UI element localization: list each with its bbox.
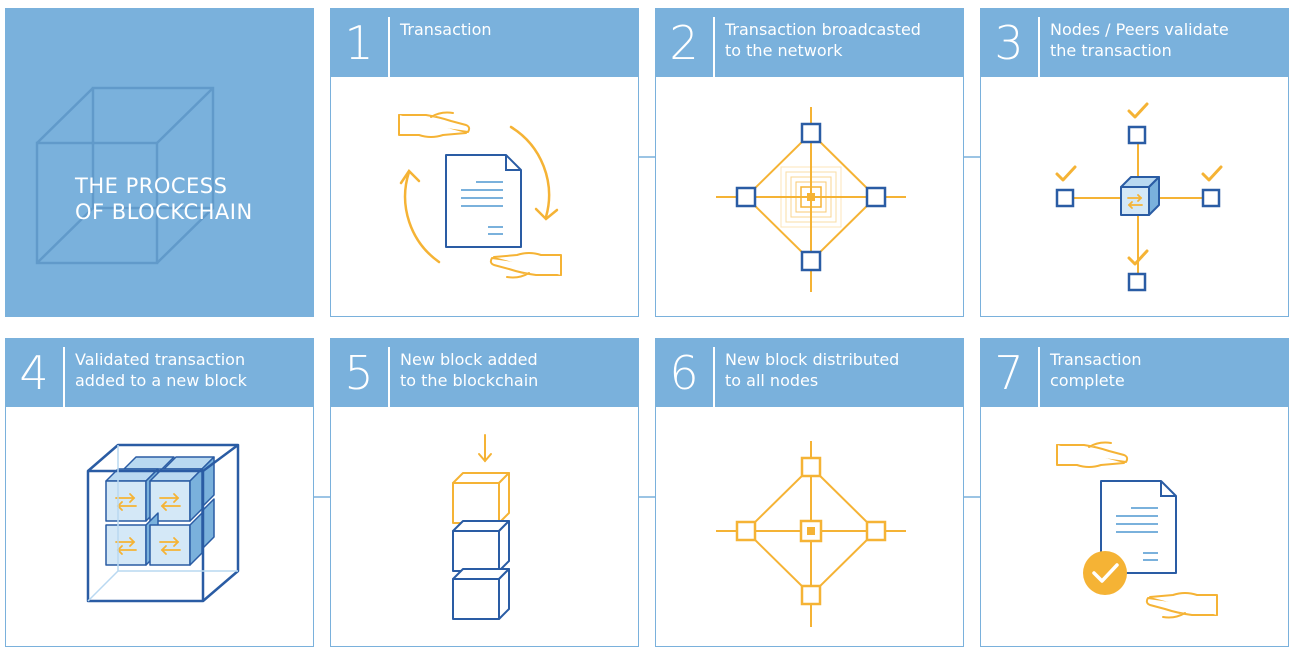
step-number: 6 <box>669 346 699 400</box>
page-title: THE PROCESS OF BLOCKCHAIN <box>75 173 305 225</box>
header-divider <box>388 17 390 77</box>
step-card-5: 5 New block added to the blockchain <box>330 338 639 647</box>
step-number: 2 <box>669 16 699 70</box>
header-divider <box>1038 17 1040 77</box>
step-label: New block added to the blockchain <box>400 350 539 390</box>
step-header: 6 New block distributed to all nodes <box>656 339 963 407</box>
header-divider <box>713 17 715 77</box>
step-header: 4 Validated transaction added to a new b… <box>6 339 313 407</box>
cube-outline-icon <box>35 86 215 265</box>
header-divider <box>713 347 715 407</box>
step-label: Transaction <box>400 20 492 39</box>
step-card-2: 2 Transaction broadcasted to the network <box>655 8 964 317</box>
step-card-4: 4 Validated transaction added to a new b… <box>5 338 314 647</box>
document-complete-icon <box>1056 441 1218 619</box>
title-line-1: THE PROCESS <box>75 174 228 198</box>
step-label: Validated transaction added to a new blo… <box>75 350 247 390</box>
nodes-validate-icon <box>1055 102 1223 292</box>
network-distributed-icon <box>716 441 906 627</box>
step-label: Nodes / Peers validate the transaction <box>1050 20 1229 60</box>
step-label: Transaction complete <box>1050 350 1142 390</box>
step-card-3: 3 Nodes / Peers validate the transaction <box>980 8 1289 317</box>
step-header: 2 Transaction broadcasted to the network <box>656 9 963 77</box>
header-divider <box>63 347 65 407</box>
cube-of-blocks-icon <box>86 443 240 603</box>
header-divider <box>1038 347 1040 407</box>
title-line-2: OF BLOCKCHAIN <box>75 200 253 224</box>
step-card-7: 7 Transaction complete <box>980 338 1289 647</box>
step-header: 5 New block added to the blockchain <box>331 339 638 407</box>
step-number: 3 <box>994 16 1024 70</box>
step-header: 7 Transaction complete <box>981 339 1288 407</box>
step-number: 4 <box>19 346 49 400</box>
step-number: 5 <box>344 346 374 400</box>
stacked-blocks-icon <box>452 434 510 620</box>
network-broadcast-icon <box>716 107 906 292</box>
step-label: New block distributed to all nodes <box>725 350 900 390</box>
header-divider <box>388 347 390 407</box>
step-number: 1 <box>344 16 374 70</box>
hands-document-cycle-icon <box>398 111 562 279</box>
step-header: 1 Transaction <box>331 9 638 77</box>
step-number: 7 <box>994 346 1024 400</box>
title-card: THE PROCESS OF BLOCKCHAIN <box>5 8 314 317</box>
step-header: 3 Nodes / Peers validate the transaction <box>981 9 1288 77</box>
step-card-6: 6 New block distributed to all nodes <box>655 338 964 647</box>
step-label: Transaction broadcasted to the network <box>725 20 921 60</box>
step-card-1: 1 Transaction <box>330 8 639 317</box>
